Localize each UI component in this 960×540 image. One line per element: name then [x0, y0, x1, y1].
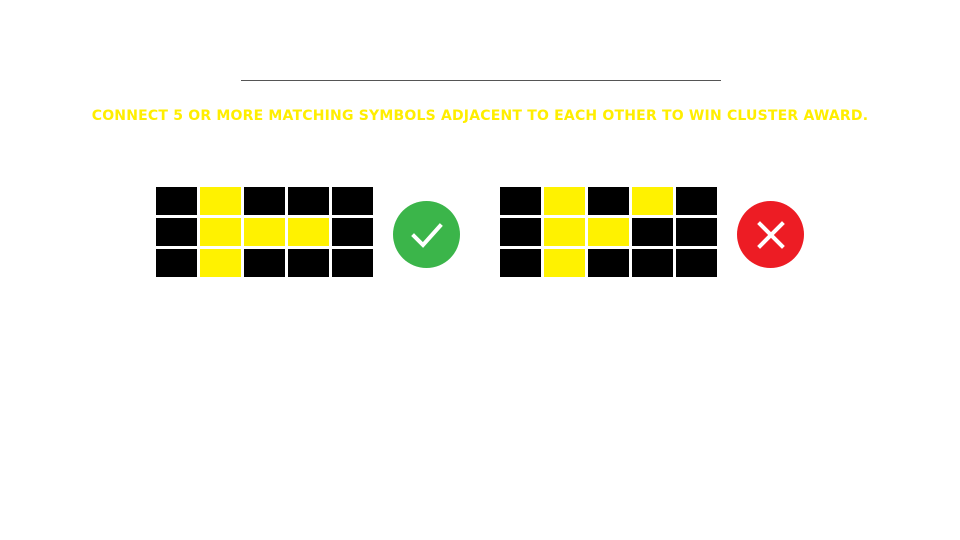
highlighted-symbol-cell [288, 218, 329, 246]
symbol-cell [676, 249, 717, 277]
highlighted-symbol-cell [200, 187, 241, 215]
symbol-cell [332, 249, 373, 277]
highlighted-symbol-cell [632, 187, 673, 215]
highlighted-symbol-cell [200, 249, 241, 277]
valid-badge [393, 201, 460, 268]
symbol-cell [244, 187, 285, 215]
cross-icon [756, 220, 785, 249]
symbol-cell [588, 187, 629, 215]
symbol-cell [500, 218, 541, 246]
cluster-rule-text: CONNECT 5 OR MORE MATCHING SYMBOLS ADJAC… [91, 108, 869, 124]
symbol-cell [156, 218, 197, 246]
symbol-cell [244, 249, 285, 277]
symbol-cell [632, 249, 673, 277]
symbol-cell [332, 187, 373, 215]
symbol-cell [332, 218, 373, 246]
invalid-badge [737, 201, 804, 268]
highlighted-symbol-cell [544, 218, 585, 246]
header-divider [241, 80, 721, 81]
losing-cluster-grid [500, 187, 717, 277]
symbol-cell [288, 187, 329, 215]
symbol-cell [588, 249, 629, 277]
symbol-cell [500, 187, 541, 215]
winning-cluster-grid [156, 187, 373, 277]
highlighted-symbol-cell [244, 218, 285, 246]
symbol-cell [156, 187, 197, 215]
symbol-cell [500, 249, 541, 277]
symbol-cell [632, 218, 673, 246]
highlighted-symbol-cell [544, 187, 585, 215]
symbol-cell [288, 249, 329, 277]
highlighted-symbol-cell [544, 249, 585, 277]
highlighted-symbol-cell [200, 218, 241, 246]
symbol-cell [156, 249, 197, 277]
checkmark-icon [410, 222, 443, 248]
symbol-cell [676, 187, 717, 215]
highlighted-symbol-cell [588, 218, 629, 246]
symbol-cell [676, 218, 717, 246]
